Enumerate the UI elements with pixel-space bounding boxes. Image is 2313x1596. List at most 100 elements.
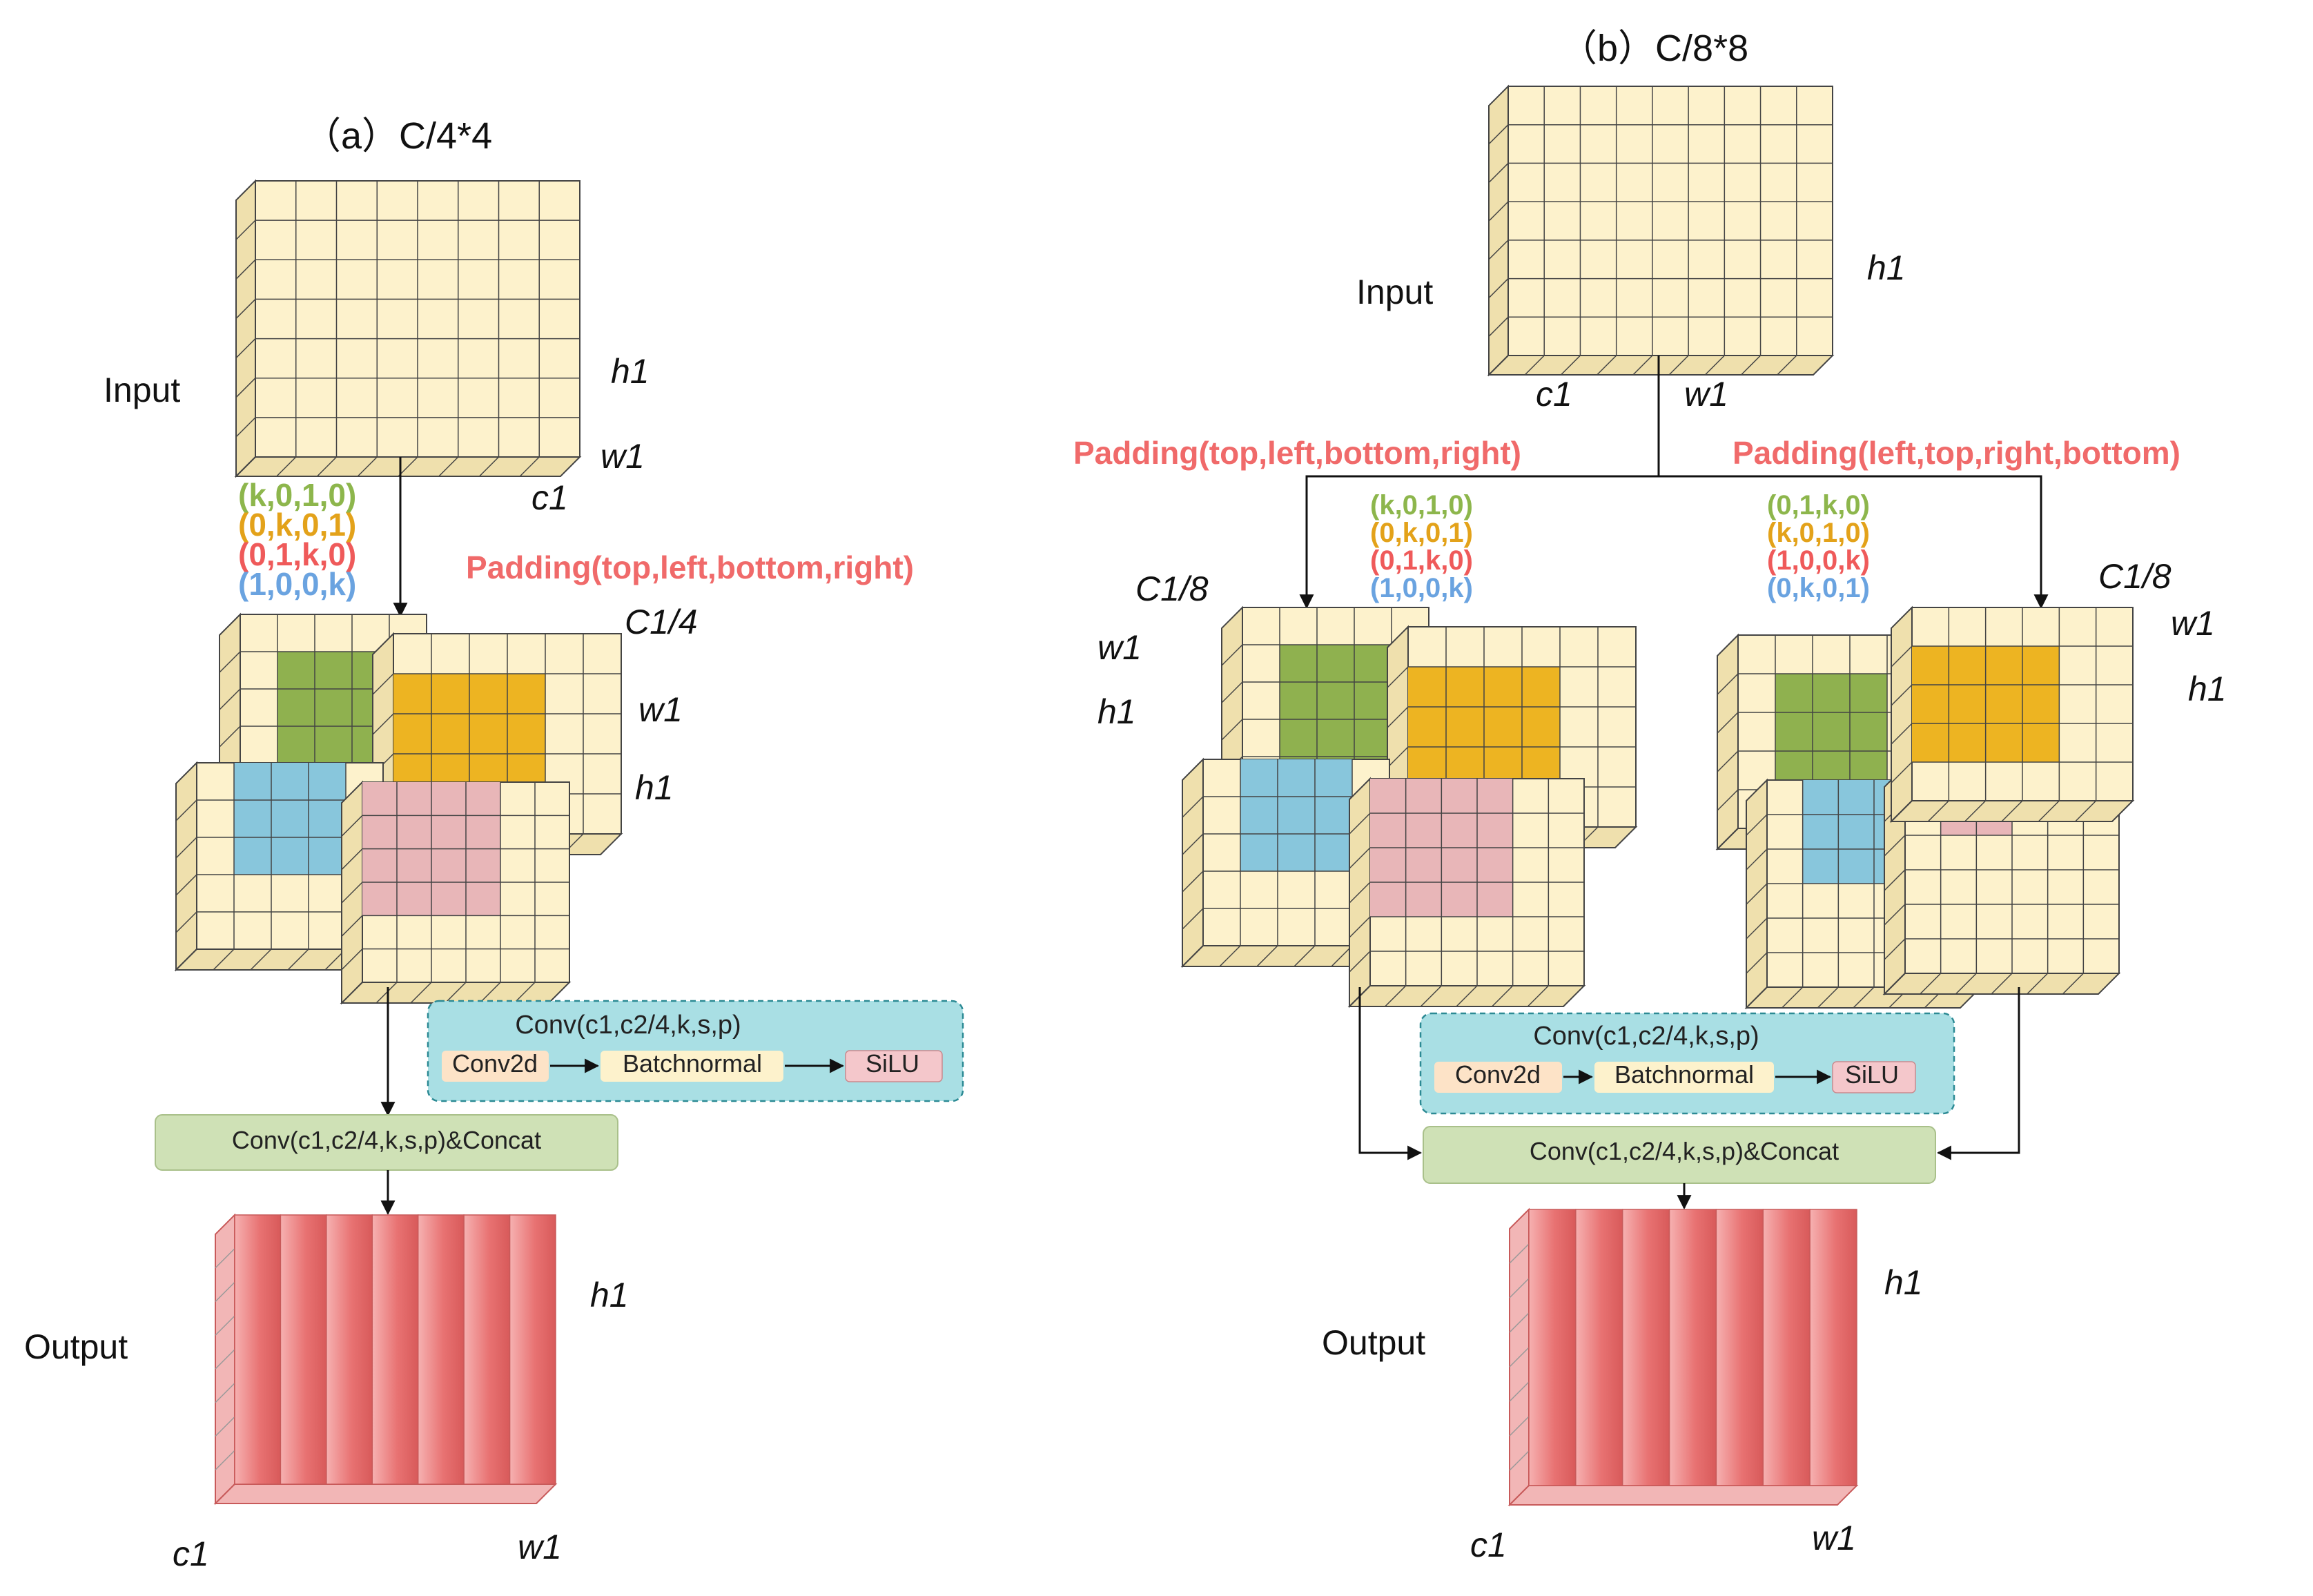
a-output-block-column	[417, 1214, 465, 1485]
panel-b-output-w: w1	[1812, 1519, 1856, 1557]
panel-b-input-label: Input	[1356, 273, 1433, 311]
b-input-to-left-arrow	[1299, 356, 1660, 610]
b-output-block-bottom	[1507, 1485, 1859, 1506]
b-output-block-column	[1715, 1209, 1764, 1486]
b-right-block-orange	[1889, 605, 2135, 824]
a-input-block-side	[235, 179, 256, 478]
panel-a-code-3: (0,1,k,0)	[238, 536, 356, 572]
b-conv2d-step	[1434, 1062, 1562, 1093]
a-output-block-column	[463, 1214, 511, 1485]
a-output-block-bottom	[213, 1483, 558, 1504]
panel-b-input-w: w1	[1684, 375, 1728, 413]
panel-a-input-c: c1	[531, 478, 568, 517]
panel-b-right-mid-c: C1/8	[2098, 557, 2172, 596]
panel-b-conv2d: Conv2d	[1455, 1060, 1541, 1089]
b-silu-step	[1832, 1061, 1916, 1093]
panel-a-conv-title: Conv(c1,c2/4,k,s,p)	[515, 1011, 741, 1040]
b-input-block-side	[1488, 84, 1509, 377]
panel-b-right-code-3: (1,0,0,k)	[1767, 545, 1870, 576]
panel-b-left-mid-h: h1	[1097, 692, 1136, 731]
a-output-block-column	[371, 1214, 419, 1485]
a-output-block-column	[280, 1214, 327, 1485]
panel-b-conv-title: Conv(c1,c2/4,k,s,p)	[1533, 1022, 1759, 1051]
panel-b-right-code-1: (0,1,k,0)	[1767, 490, 1870, 520]
a-block-blue-side	[175, 761, 197, 972]
panel-a-concat-box: Conv(c1,c2/4,k,s,p)&Concat	[232, 1126, 541, 1154]
b-right-to-concat-arrow	[1936, 987, 2020, 1160]
panel-b: （b）C/8*8 Input h1 c1 w1 Padding(top,left…	[1073, 28, 2227, 1564]
panel-b-input-h: h1	[1867, 249, 1906, 287]
b-left-block-blue-side	[1182, 757, 1204, 969]
panel-b-output-label: Output	[1322, 1323, 1425, 1362]
panel-a-title: （a）C/4*4	[304, 115, 492, 157]
panel-b-right-mid-w: w1	[2171, 604, 2215, 643]
a-output-block	[213, 1213, 558, 1506]
panel-b-left-mid-c: C1/8	[1135, 570, 1209, 608]
a-output-block-column	[509, 1214, 556, 1485]
b-input-to-right-arrow	[1659, 475, 2049, 610]
b-left-block-pink	[1347, 777, 1586, 1009]
b-input-block-bottom	[1487, 355, 1835, 376]
panel-a: （a）C/4*4 Input h1 w1 c1 (k,0,1,0) (0,k,0…	[24, 115, 919, 1573]
b-right-block-green-side	[1717, 633, 1739, 851]
b-output-block-column	[1668, 1209, 1717, 1486]
b-input-block	[1487, 84, 1835, 377]
panel-b-output-c: c1	[1470, 1526, 1507, 1564]
diagram-shapes	[155, 84, 2135, 1507]
panel-a-output-label: Output	[24, 1327, 128, 1366]
panel-a-conv2d: Conv2d	[452, 1049, 538, 1078]
a-silu-step	[845, 1050, 943, 1082]
panel-b-left-mid-w: w1	[1097, 628, 1142, 667]
a-input-block	[234, 179, 582, 478]
panel-a-input-h: h1	[611, 352, 650, 391]
b-batchnormal-step	[1594, 1062, 1774, 1093]
panel-b-right-code-4: (0,k,0,1)	[1767, 573, 1870, 603]
panel-a-mid-h: h1	[635, 768, 674, 807]
panel-b-left-code-1: (k,0,1,0)	[1370, 490, 1473, 520]
panel-b-right-mid-h: h1	[2188, 670, 2227, 708]
a-block-blue-blue-patch	[234, 763, 346, 875]
panel-a-code-1: (k,0,1,0)	[238, 477, 356, 513]
panel-b-output-h: h1	[1884, 1263, 1923, 1302]
panel-a-output-w: w1	[518, 1528, 562, 1566]
panel-b-left-code-3: (0,1,k,0)	[1370, 545, 1473, 576]
panel-b-concat-box: Conv(c1,c2/4,k,s,p)&Concat	[1530, 1137, 1839, 1165]
a-block-pink	[340, 780, 572, 1005]
panel-a-output-c: c1	[173, 1535, 209, 1573]
panel-a-output-h: h1	[590, 1276, 629, 1314]
panel-a-silu: SiLU	[866, 1049, 919, 1078]
b-output-block	[1507, 1207, 1859, 1507]
b-left-block-blue-blue-patch	[1240, 759, 1352, 871]
b-concat-box-shape	[1423, 1126, 1936, 1184]
panel-a-code-2: (0,k,0,1)	[238, 507, 356, 543]
panel-b-silu: SiLU	[1845, 1060, 1899, 1089]
panel-a-input-label: Input	[104, 371, 180, 409]
panel-a-input-w: w1	[601, 437, 645, 476]
panel-a-padding-label: Padding(top,left,bottom,right)	[466, 549, 914, 585]
b-output-block-column	[1762, 1209, 1811, 1486]
a-batchnormal-step	[601, 1051, 783, 1082]
panel-b-right-code-2: (k,0,1,0)	[1767, 518, 1870, 548]
panel-b-left-code-2: (0,k,0,1)	[1370, 518, 1473, 548]
b-output-block-column	[1575, 1209, 1623, 1486]
a-output-block-column	[234, 1214, 282, 1485]
b-right-block-orange-side	[1891, 605, 1913, 824]
panel-a-batchnormal: Batchnormal	[623, 1049, 762, 1078]
a-output-block-column	[326, 1214, 373, 1485]
panel-b-padding-label-right: Padding(left,top,right,bottom)	[1733, 435, 2180, 471]
b-output-block-column	[1809, 1209, 1857, 1486]
panel-a-code-4: (1,0,0,k)	[238, 566, 356, 602]
panel-b-batchnormal: Batchnormal	[1614, 1060, 1754, 1089]
b-output-block-column	[1528, 1209, 1577, 1486]
a-conv2d-step	[442, 1051, 549, 1082]
b-output-block-column	[1621, 1209, 1670, 1486]
b-input-block-front	[1507, 86, 1833, 356]
b-left-to-concat-arrow	[1358, 987, 1423, 1160]
panel-b-left-code-4: (1,0,0,k)	[1370, 573, 1473, 603]
a-concat-box-shape	[155, 1114, 618, 1171]
panel-b-input-c: c1	[1536, 375, 1572, 413]
panel-b-title: （b）C/8*8	[1560, 28, 1748, 69]
panel-a-mid-c: C1/4	[625, 603, 698, 641]
